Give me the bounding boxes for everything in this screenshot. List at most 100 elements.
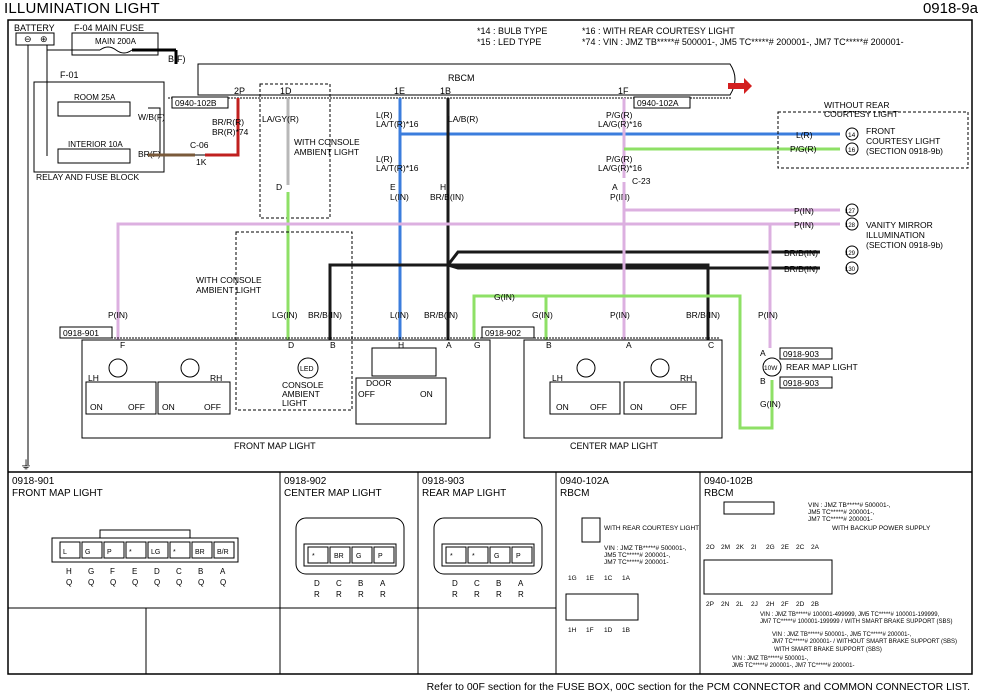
diagram-label: LA/B(R) — [448, 114, 478, 124]
diagram-shape — [303, 543, 397, 567]
diagram-label: F — [120, 340, 125, 350]
diagram-label: OFF — [204, 402, 221, 412]
diagram-label: WITH REAR COURTESY LIGHT — [604, 525, 699, 532]
diagram-label: JM5 TC*****# 200001-, — [604, 552, 671, 559]
diagram-shape — [762, 357, 782, 377]
pin-id: D — [154, 567, 160, 576]
diagram-label: COURTESY LIGHT — [866, 136, 940, 146]
diagram-label: L(R) — [376, 154, 393, 164]
pin-id: 2O — [706, 544, 715, 551]
diagram-label: 16 — [848, 147, 856, 154]
diagram-shape — [633, 96, 691, 109]
diagram-label: BR/B(IN) — [784, 264, 818, 274]
relay-block-label: RELAY AND FUSE BLOCK — [36, 172, 139, 182]
diagram-shape — [446, 250, 820, 266]
diagram-shape — [576, 358, 596, 378]
diagram-label: (SECTION 0918-9b) — [866, 240, 943, 250]
diagram-shape — [71, 32, 159, 56]
diagram-label: 1B — [440, 86, 451, 96]
pin-color-code: R — [474, 590, 480, 599]
pin-id: D — [314, 579, 320, 588]
pin-cell — [467, 546, 489, 564]
pin-color: G — [356, 553, 361, 560]
pin-color: G — [85, 549, 90, 556]
diagram-label: AMBIENT LIGHT — [294, 147, 359, 157]
diagram-label: WITHOUT REAR — [824, 100, 889, 110]
diagram-shape — [779, 347, 833, 360]
diagram-label: 0918-901 — [63, 328, 99, 338]
diagram-label: VIN : JMZ TB*****# 500001-, JM5 TC*****#… — [772, 632, 912, 638]
pin-id: 2C — [796, 544, 805, 551]
diagram-shape — [99, 46, 133, 54]
diagram-label: 129 — [845, 251, 856, 257]
pin-id: 1B — [622, 627, 630, 634]
pin-id: 2E — [781, 544, 790, 551]
diagram-label: JM5 TC*****# 200001-, — [808, 509, 875, 516]
diagram-shape — [157, 381, 231, 415]
diagram-label: JM7 TC*****# 100001-199999 / WITH SMART … — [760, 619, 953, 625]
diagram-label: ROOM 25A — [74, 93, 116, 102]
diagram-shape — [235, 231, 353, 411]
diagram-label: RBCM — [704, 488, 733, 499]
diagram-label: ON — [630, 402, 643, 412]
pin-cell — [445, 546, 467, 564]
pin-color: * — [472, 553, 475, 560]
diagram-label: 1E — [394, 86, 405, 96]
pin-id: C — [474, 579, 480, 588]
diagram-label: ON — [420, 389, 433, 399]
diagram-shape — [481, 326, 535, 339]
diagram-label: ON — [162, 402, 175, 412]
pin-cell — [59, 541, 81, 559]
diagram-label: JM5 TC*****# 200001-, JM7 TC*****# 20000… — [732, 663, 855, 669]
diagram-shape — [171, 96, 229, 109]
diagram-shape — [297, 357, 319, 379]
pin-color-code: Q — [198, 578, 204, 587]
diagram-label: A — [760, 348, 766, 358]
diagram-shape — [448, 263, 710, 340]
diagram-label: VIN : JMZ TB*****# 100001-499999, JM5 TC… — [760, 612, 940, 618]
pin-color: * — [450, 553, 453, 560]
note-16: *16 : WITH REAR COURTESY LIGHT — [582, 26, 735, 36]
diagram-label: 127 — [845, 209, 856, 215]
diagram-label: 1K — [196, 157, 207, 167]
note-14: *14 : BULB TYPE — [477, 26, 547, 36]
diagram-label: 0940-102A — [637, 98, 679, 108]
diagram-label: WITH CONSOLE — [196, 275, 262, 285]
pin-color: L — [63, 549, 67, 556]
diagram-shape — [565, 593, 639, 621]
diagram-label: CONSOLE — [282, 380, 324, 390]
diagram-label: D — [276, 182, 282, 192]
pin-color: B/R — [217, 549, 229, 556]
diagram-label: P/G(R) — [606, 154, 633, 164]
diagram-shape — [57, 148, 131, 164]
diagram-label: A — [626, 340, 632, 350]
pin-color: * — [312, 553, 315, 560]
diagram-label: D — [288, 340, 294, 350]
pin-id: 1F — [586, 627, 594, 634]
diagram-shape — [845, 217, 859, 231]
diagram-label: C-23 — [632, 176, 651, 186]
pin-cell — [511, 546, 533, 564]
pin-id: H — [66, 567, 72, 576]
page-title: ILLUMINATION LIGHT — [4, 0, 160, 17]
pin-id: B — [496, 579, 501, 588]
diagram-shape — [371, 347, 437, 377]
diagram-label: G(IN) — [760, 399, 781, 409]
pin-cell — [373, 546, 395, 564]
diagram-label: G — [474, 340, 481, 350]
diagram-label: REAR MAP LIGHT — [786, 362, 858, 372]
diagram-shape — [777, 111, 969, 169]
diagram-label: G(IN) — [494, 292, 515, 302]
pin-cell — [81, 541, 103, 559]
pin-cell — [213, 541, 235, 559]
diagram-label: E — [390, 182, 396, 192]
diagram-label: 0918-901 — [12, 476, 55, 487]
diagram-label: OFF — [128, 402, 145, 412]
diagram-label: BR/B(IN) — [430, 192, 464, 202]
diagram-label: 0940-102A — [560, 476, 609, 487]
wires: BR/R(R) BR(R)*74 C-06 1K LA/GY(R) WITH C… — [108, 83, 840, 430]
pin-id: 2I — [751, 544, 757, 551]
pin-cell — [103, 541, 125, 559]
diagram-label: P(IN) — [794, 206, 814, 216]
